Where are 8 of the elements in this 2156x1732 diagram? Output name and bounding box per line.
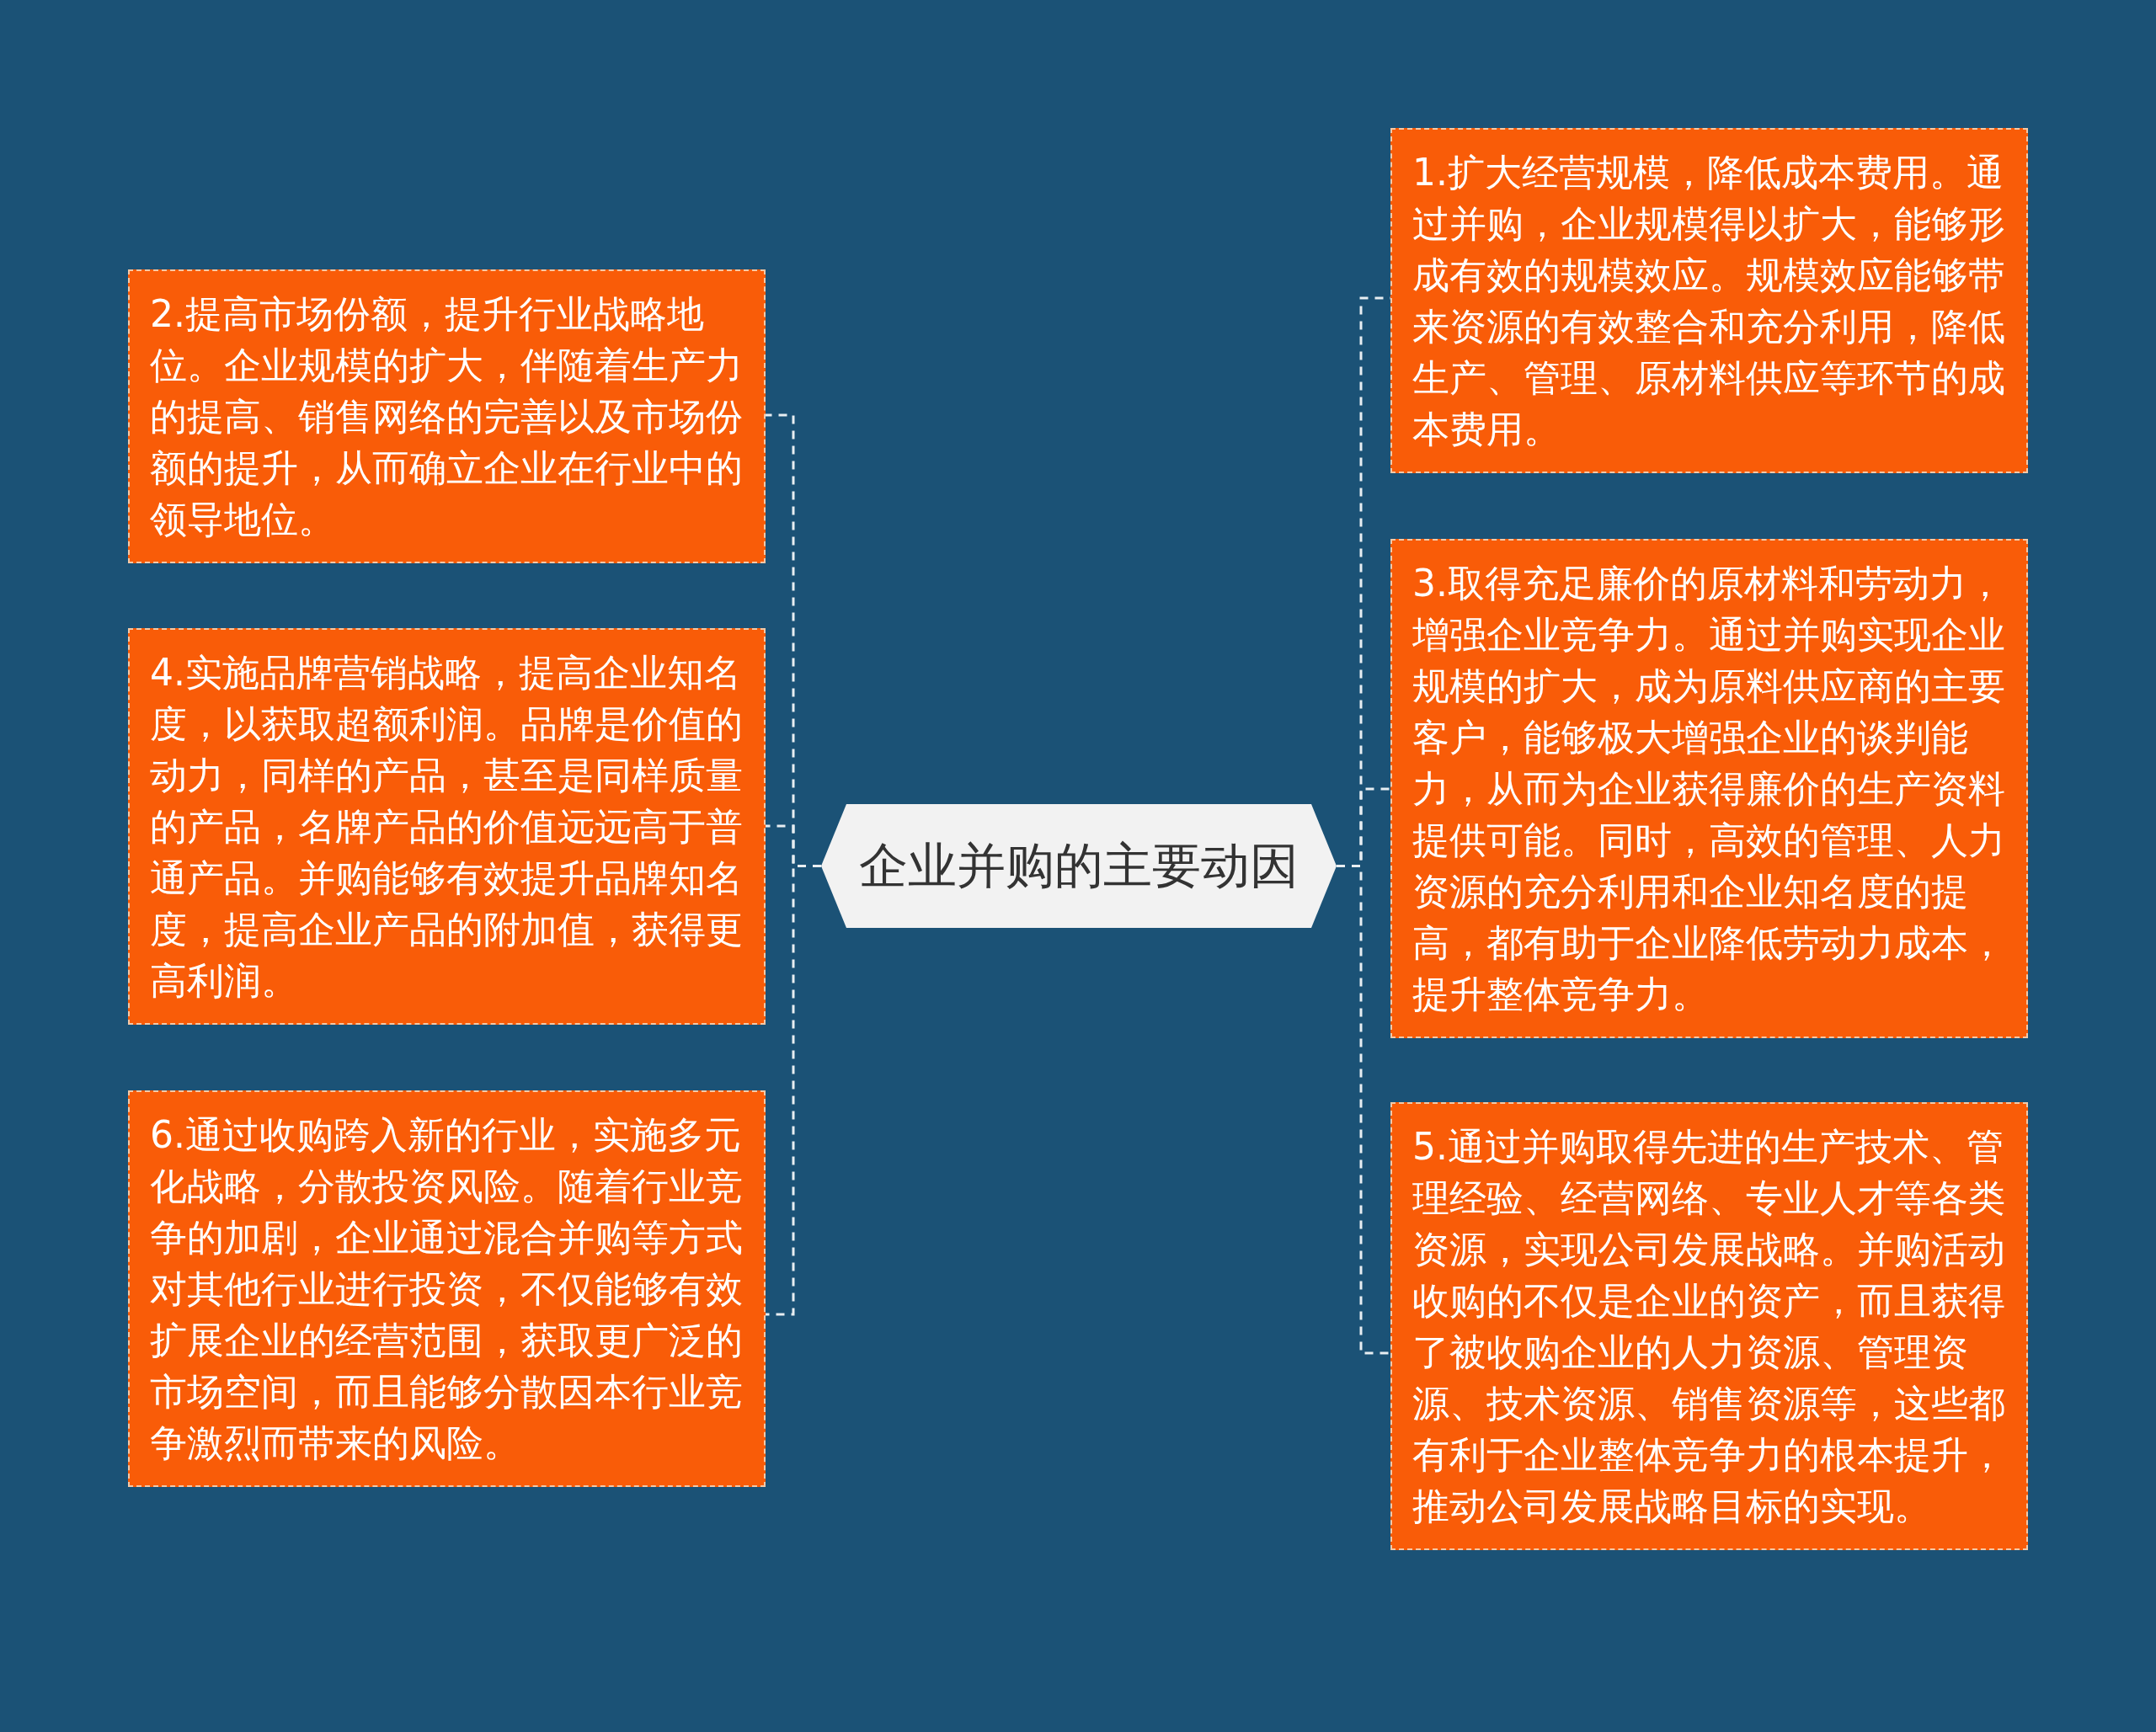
topic-hexagon xyxy=(821,804,1337,928)
text-box: 4.实施品牌营销战略，提高企业知名度，以获取超额利润。品牌是价值的动力，同样的产品，甚至是同样质量的产品，名牌产品的价值远远高于普通产品。并购能够有效提升品牌知名度，提高企业产品的附加值，获得更高利润。 xyxy=(128,628,766,1025)
text-box: 3.取得充足廉价的原材料和劳动力，增强企业竞争力。通过并购实现企业规模的扩大，成为原料供应商的主要客户，能够极大增强企业的谈判能力，从而为企业获得廉价的生产资料提供可能。同时，高效的管理、人力资源的充分利用和企业知名度的提高，都有助于企业降低劳动力成本，提升整体竞争力。 xyxy=(1390,539,2028,1038)
text-box: 5.通过并购取得先进的生产技术、管理经验、经营网络、专业人才等各类资源，实现公司发展战略。并购活动收购的不仅是企业的资产，而且获得了被收购企业的人力资源、管理资源、技术资源、销售资源等，这些都有利于企业整体竞争力的根本提升，推动公司发展战略目标的实现。 xyxy=(1390,1102,2028,1550)
text-box: 1.扩大经营规模，降低成本费用。通过并购，企业规模得以扩大，能够形成有效的规模效应。规模效应能够带来资源的有效整合和充分利用，降低生产、管理、原材料供应等环节的成本费用。 xyxy=(1390,128,2028,473)
text-box: 2.提高市场份额，提升行业战略地位。企业规模的扩大，伴随着生产力的提高、销售网络的完善以及市场份额的提升，从而确立企业在行业中的领导地位。 xyxy=(128,269,766,563)
topic-title: 企业并购的主要动因 xyxy=(859,835,1299,896)
text-box: 6.通过收购跨入新的行业，实施多元化战略，分散投资风险。随着行业竞争的加剧，企业通过混合并购等方式对其他行业进行投资，不仅能够有效扩展企业的经营范围，获取更广泛的市场空间，而且能够分散因本行业竞争激烈而带来的风险。 xyxy=(128,1090,766,1487)
